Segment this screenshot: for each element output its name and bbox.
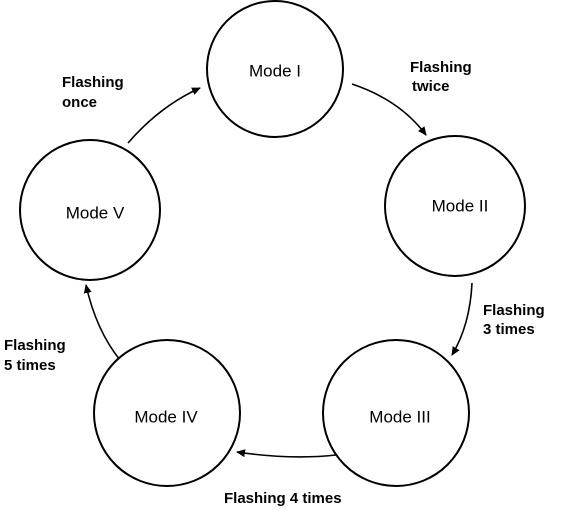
edge-label-mode1-to-mode2: Flashing twice xyxy=(410,59,476,95)
node-mode-4: Mode IV xyxy=(93,339,241,487)
edge-label-mode5-to-mode1: Flashing once xyxy=(62,74,128,111)
edge-label-mode2-to-mode3: Flashing 3 times xyxy=(483,302,549,338)
arrow-mode3-to-mode4 xyxy=(236,449,337,458)
node-label: Mode I xyxy=(249,61,301,80)
arrow-mode2-to-mode3 xyxy=(451,282,473,356)
edge-label-mode4-to-mode5: Flashing 5 times xyxy=(4,337,70,374)
node-mode-5: Mode V xyxy=(19,139,161,281)
edge-label-mode3-to-mode4: Flashing 4 times xyxy=(224,490,342,507)
node-label: Mode IV xyxy=(134,407,198,426)
arrow-mode4-to-mode5 xyxy=(83,284,121,361)
node-mode-3: Mode III xyxy=(322,339,470,487)
node-mode-1: Mode I xyxy=(206,0,344,138)
arrow-mode1-to-mode2 xyxy=(351,83,427,136)
node-label: Mode II xyxy=(432,196,489,215)
node-label: Mode V xyxy=(66,203,125,222)
arrow-mode5-to-mode1 xyxy=(127,87,201,144)
node-mode-2: Mode II xyxy=(384,135,526,277)
node-label: Mode III xyxy=(369,407,430,426)
